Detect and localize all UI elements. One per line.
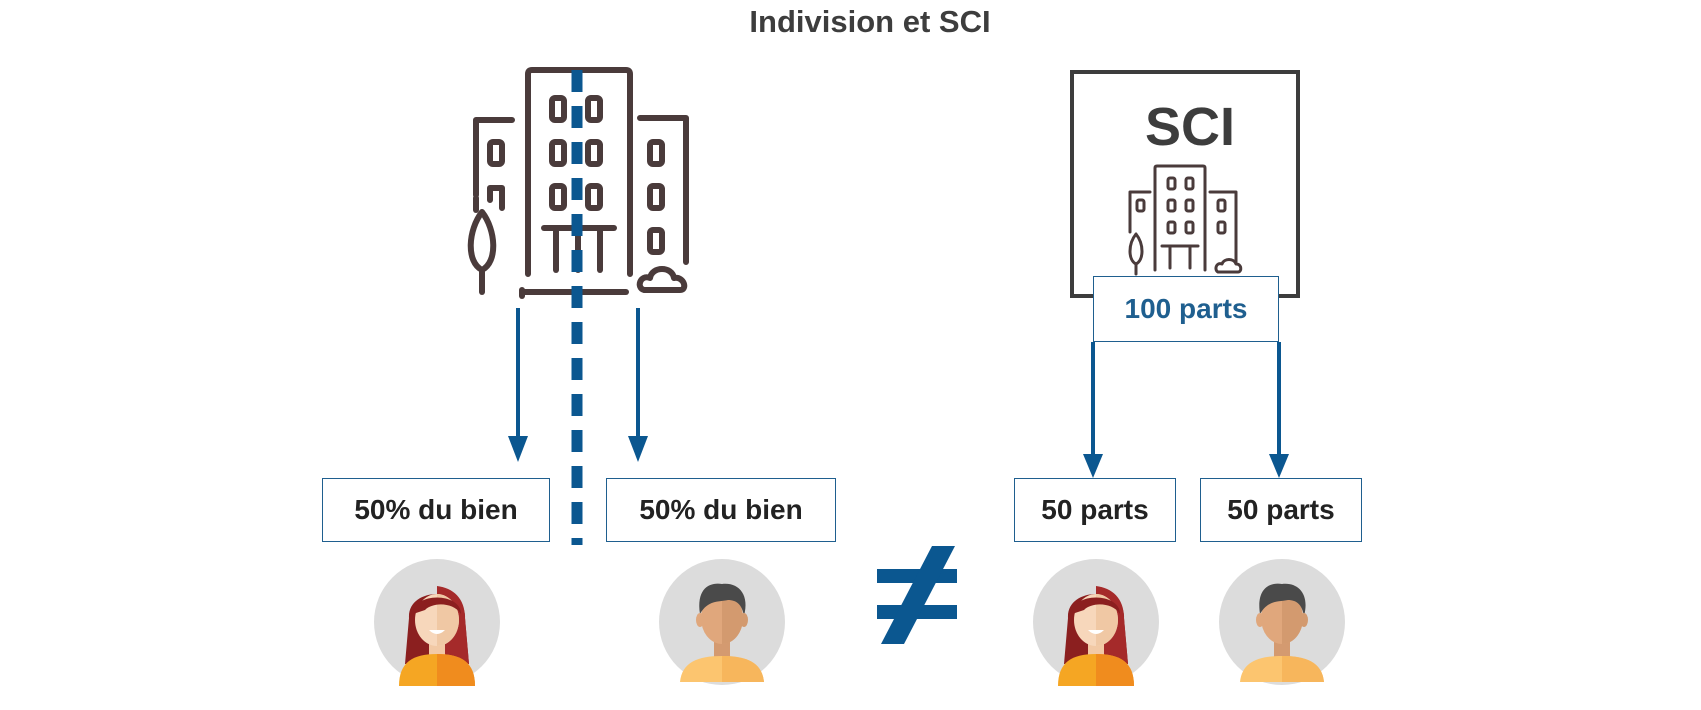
- sci-share-label-2: 50 parts: [1200, 478, 1362, 542]
- woman-avatar-icon: [1033, 559, 1159, 686]
- man-avatar-icon: [659, 559, 785, 685]
- building-icon: [467, 67, 689, 299]
- indivision-share-label-1: 50% du bien: [322, 478, 550, 542]
- sci-box-title: SCI: [1144, 97, 1236, 157]
- indivision-arrows: [508, 308, 648, 462]
- man-avatar-icon: [1219, 559, 1345, 685]
- indivision-share-label-2: 50% du bien: [606, 478, 836, 542]
- sci-share-label-1: 50 parts: [1014, 478, 1176, 542]
- sci-building-icon: [1128, 164, 1243, 276]
- page-title: Indivision et SCI: [749, 4, 991, 39]
- sci-arrows: [1083, 342, 1289, 478]
- woman-avatar-icon: [374, 559, 500, 686]
- sci-total-parts-label: 100 parts: [1093, 276, 1279, 342]
- not-equal-icon: [877, 546, 957, 644]
